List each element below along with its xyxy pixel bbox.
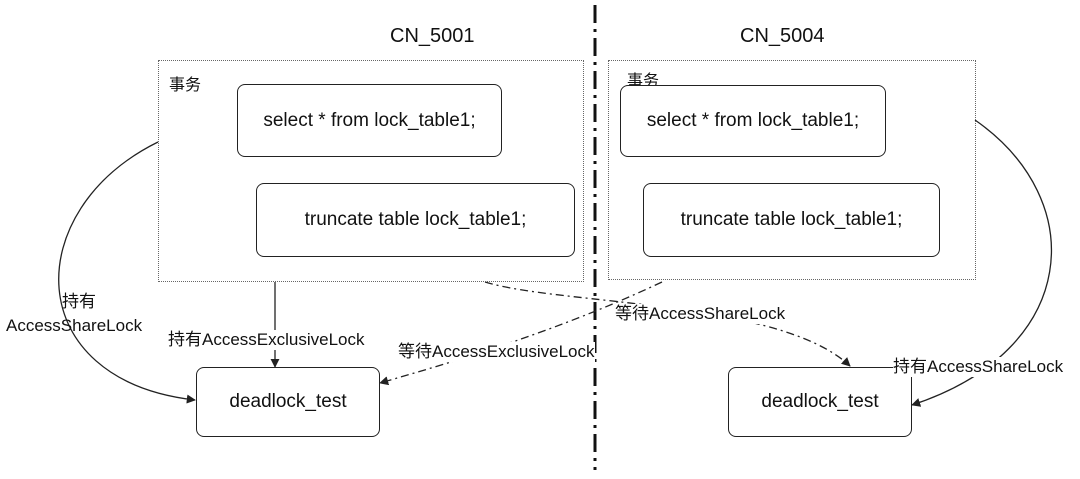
edge-left-hold-share [58,141,196,404]
table-node-deadlock-test: deadlock_test [196,367,380,437]
edge-label-left-hold-exclusive: 持有AccessExclusiveLock [168,330,365,350]
truncate-statement-box: truncate table lock_table1; [643,183,940,257]
cluster-title-cn5004: CN_5004 [740,25,825,47]
edge-label-wait-share: 等待AccessShareLock [615,304,786,324]
edge-label-left-hold-share-2: AccessShareLock [6,316,143,335]
select-statement-box: select * from lock_table1; [620,85,886,157]
edge-label-wait-exclusive: 等待AccessExclusiveLock [398,342,595,362]
edge-right-hold-share [911,119,1052,407]
truncate-statement-box: truncate table lock_table1; [256,183,575,257]
cluster-title-cn5001: CN_5001 [390,25,475,47]
table-node-deadlock-test: deadlock_test [728,367,912,437]
select-statement-box: select * from lock_table1; [237,84,502,157]
edge-label-right-hold-share: 持有AccessShareLock [893,357,1064,377]
transaction-group-cn5001: 事务 [158,60,584,282]
edge-wait-exclusive [379,281,663,386]
transaction-label: 事务 [169,77,202,94]
edge-label-left-hold-share-1: 持有 [62,292,96,311]
